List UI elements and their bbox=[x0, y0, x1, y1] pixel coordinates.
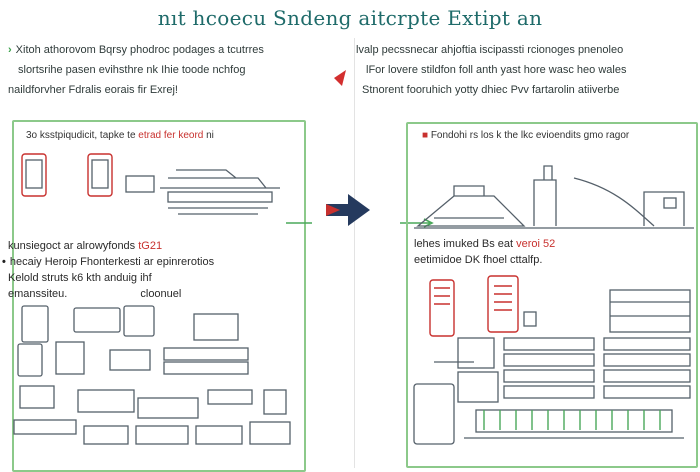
right-caption: lehes imuked Bs eat veroi 52 eetimidoe D… bbox=[414, 236, 555, 268]
green-bullet-icon: › bbox=[8, 44, 12, 56]
device-sketch-grid-left bbox=[13, 305, 291, 445]
panel-divider bbox=[354, 38, 355, 468]
right-intro-line: lvalp pecssnecar ahjoftia iscipassti rci… bbox=[356, 44, 624, 56]
right-frame bbox=[406, 122, 698, 468]
left-intro-line: slortsrihe pasen evihsthre nk Ihie toode… bbox=[18, 64, 246, 76]
right-intro-line: Stnorent fooruhich yotty dhiec Pvv farta… bbox=[362, 84, 620, 96]
page-title: nıt hcoecu Sndeng aitcrpte Extipt an bbox=[157, 6, 543, 30]
left-intro-line: naildforvher Fdralis eorais fir Exrej! bbox=[8, 84, 178, 96]
building-sketch bbox=[414, 165, 694, 229]
red-marker-icon: ■ bbox=[422, 130, 429, 141]
right-intro: lvalp pecssnecar ahjoftia iscipassti rci… bbox=[356, 40, 626, 100]
left-intro: ›Xitoh athorovom Bqrsy phodroc podages a… bbox=[8, 40, 264, 100]
right-panel: lvalp pecssnecar ahjoftia iscipassti rci… bbox=[356, 40, 700, 468]
left-intro-line: ›Xitoh athorovom Bqrsy phodroc podages a… bbox=[8, 44, 264, 56]
left-caption-line: kunsiegoct ar alrowyfonds tG21 bbox=[8, 240, 163, 252]
left-frame-header: 3o ksstpiqudicit, tapke te etrad fer keo… bbox=[26, 130, 214, 141]
green-arrow-icon bbox=[286, 222, 312, 224]
left-caption-line: emanssiteu. cloonuel bbox=[8, 288, 182, 300]
device-sketch-top-left bbox=[21, 153, 280, 215]
left-caption-line: •hecaiy Heroip Fhonterkesti ar epinrerot… bbox=[2, 256, 215, 268]
red-pointer-icon bbox=[334, 70, 346, 86]
left-panel: ›Xitoh athorovom Bqrsy phodroc podages a… bbox=[0, 40, 352, 472]
dot-bullet-icon: • bbox=[2, 256, 6, 268]
right-caption-line: eetimidoe DK fhoel cttalfp. bbox=[414, 254, 543, 266]
right-intro-line: lFor lovere stildfon foll anth yast hore… bbox=[366, 64, 627, 76]
equipment-sketch-grid-right bbox=[413, 275, 691, 445]
transition-arrow-icon bbox=[326, 194, 370, 226]
right-caption-line: lehes imuked Bs eat veroi 52 bbox=[414, 238, 556, 250]
left-caption-line: Kelold struts k6 kth anduig ihf bbox=[8, 272, 152, 284]
right-frame-header: ■ Fondohi rs los k the lkc evioendits gm… bbox=[422, 130, 630, 141]
left-caption: kunsiegoct ar alrowyfonds tG21 •hecaiy H… bbox=[2, 238, 214, 302]
